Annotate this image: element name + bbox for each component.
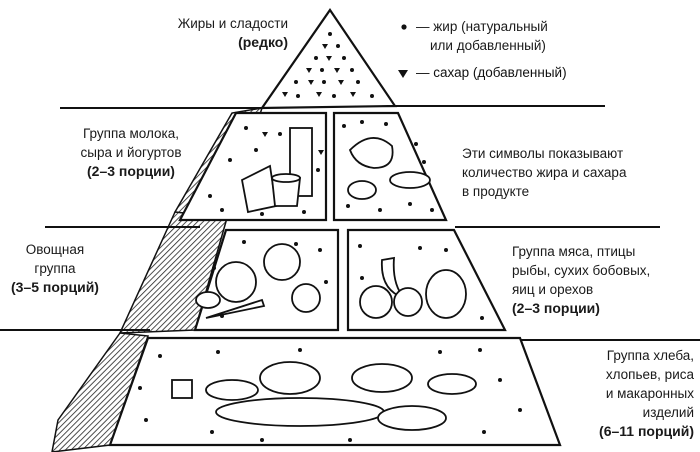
legend-fat-line-2: или добавленный) bbox=[430, 38, 546, 53]
label-milk-group: Группа молока, сыра и йогуртов (2–3 порц… bbox=[52, 124, 210, 181]
label-bread-line-1: Группа хлеба, bbox=[606, 348, 694, 363]
label-bread-line-2: хлопьев, риса bbox=[605, 367, 694, 382]
legend-sugar: — сахар (добавленный) bbox=[416, 65, 567, 80]
label-veg-group: Овощная группа (3–5 порций) bbox=[0, 240, 110, 297]
legend-note-line-3: в продукте bbox=[462, 184, 530, 199]
side-face-bread bbox=[51, 332, 150, 452]
veg-tier-markers bbox=[212, 240, 328, 318]
label-milk-line-2: сыра и йогуртов bbox=[80, 145, 182, 160]
legend-note: Эти символы показывают количество жира и… bbox=[462, 144, 626, 201]
label-bread-line-3: и макаронных bbox=[605, 386, 694, 401]
legend-fat-line-1: — жир (натуральный bbox=[416, 19, 548, 34]
baguette-drawing bbox=[215, 397, 385, 427]
label-milk-line-1: Группа молока, bbox=[82, 126, 180, 141]
fat-sugar-markers bbox=[138, 32, 522, 442]
label-bread-servings: (6–11 порций) bbox=[599, 423, 694, 439]
apple-drawing bbox=[359, 285, 393, 319]
label-meat-line-2: рыбы, сухих бобовых, bbox=[512, 263, 651, 278]
round-loaf-drawing bbox=[351, 363, 413, 393]
potato-drawing bbox=[195, 291, 221, 309]
label-meat-servings: (2–3 порции) bbox=[512, 300, 600, 316]
label-fats-sweets-name: Жиры и сладости bbox=[177, 16, 288, 31]
fish-drawing bbox=[389, 171, 431, 189]
legend-fat: — жир (натуральный или добавленный) bbox=[416, 17, 548, 55]
legend-sugar-triangle bbox=[398, 70, 408, 78]
label-veg-line-1: Овощная bbox=[25, 242, 85, 257]
label-veg-line-2: группа bbox=[34, 261, 76, 276]
label-meat-line-3: яиц и орехов bbox=[512, 282, 594, 297]
legend-note-line-1: Эти символы показывают bbox=[462, 146, 624, 161]
milk-tier-markers bbox=[208, 126, 324, 216]
fruit-tier-markers bbox=[358, 244, 484, 320]
yogurt-lid-drawing bbox=[271, 173, 301, 183]
cracker-drawing bbox=[171, 379, 193, 399]
label-bread-line-4: изделий bbox=[642, 405, 694, 420]
pear-drawing bbox=[393, 287, 423, 317]
label-bread-group: Группа хлеба, хлопьев, риса и макаронных… bbox=[560, 346, 694, 441]
cabbage-drawing bbox=[215, 261, 257, 303]
rice-bowl-drawing bbox=[427, 373, 477, 395]
meat-tier-markers bbox=[342, 120, 434, 212]
label-fats-sweets-servings: (редко) bbox=[238, 34, 288, 50]
bread-loaf-drawing bbox=[259, 361, 321, 395]
pasta-plate-drawing bbox=[377, 405, 447, 431]
legend-symbols bbox=[398, 24, 408, 78]
legend-note-line-2: количество жира и сахара bbox=[462, 165, 627, 180]
tier-ledge-lines bbox=[0, 105, 700, 341]
label-meat-line-1: Группа мяса, птицы bbox=[512, 244, 636, 259]
carrot-drawing bbox=[205, 298, 266, 319]
label-fats-sweets: Жиры и сладости (редко) bbox=[118, 14, 288, 52]
top-tier-markers bbox=[282, 32, 374, 98]
label-milk-servings: (2–3 порции) bbox=[87, 163, 175, 179]
cereal-bowl-drawing bbox=[205, 379, 259, 401]
round-veg-drawing bbox=[291, 283, 321, 313]
label-veg-servings: (3–5 порций) bbox=[11, 279, 99, 295]
tier-meat bbox=[332, 111, 448, 222]
food-illustrations bbox=[171, 127, 477, 431]
label-meat-group: Группа мяса, птицы рыбы, сухих бобовых, … bbox=[512, 242, 650, 318]
broccoli-drawing bbox=[263, 243, 301, 281]
chicken-leg-drawing bbox=[348, 137, 394, 169]
legend-fat-dot bbox=[401, 24, 407, 30]
beans-drawing bbox=[347, 180, 377, 200]
grapes-drawing bbox=[425, 269, 467, 319]
bread-tier-markers bbox=[138, 348, 522, 442]
